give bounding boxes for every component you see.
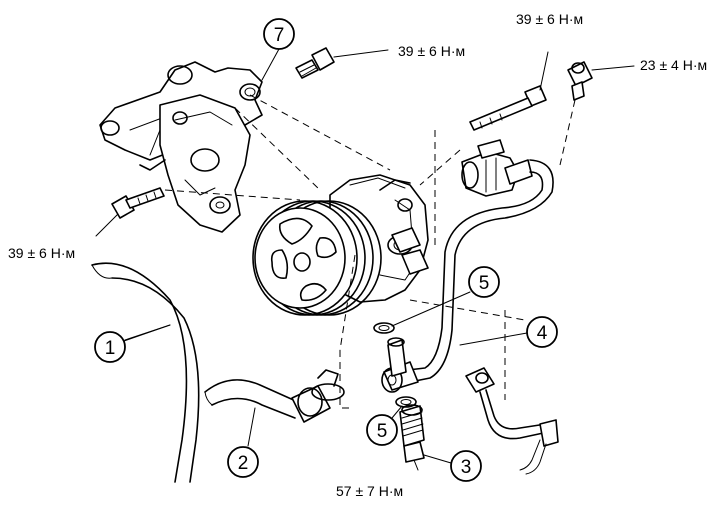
torque-label-bracket-bolt-top: 39 ± 6 Н·м xyxy=(398,43,465,59)
torque-label-bracket-bolt-left: 39 ± 6 Н·м xyxy=(8,245,75,261)
svg-text:4: 4 xyxy=(537,323,548,344)
callout-1: 1 xyxy=(94,324,171,363)
gasket-lower xyxy=(395,396,417,408)
callout-7: 7 xyxy=(261,18,295,81)
return-hose-1 xyxy=(91,262,200,483)
power-steering-pump xyxy=(252,174,429,351)
pump-outlet-fitting xyxy=(391,227,429,275)
gasket-upper xyxy=(373,322,395,334)
torque-label-union-bolt-bottom: 57 ± 7 Н·м xyxy=(336,483,403,499)
svg-text:7: 7 xyxy=(274,25,285,46)
suction-hose-2 xyxy=(204,379,331,447)
pressure-sensor-line xyxy=(465,367,559,475)
hose-clamp xyxy=(311,369,345,401)
union-bolt-bottom xyxy=(399,404,425,471)
callout-3: 3 xyxy=(423,450,482,482)
bracket-bolt-left xyxy=(95,187,165,237)
svg-text:3: 3 xyxy=(461,457,472,478)
svg-text:2: 2 xyxy=(238,453,249,474)
callout-2: 2 xyxy=(227,446,259,478)
inlet-pipe-fitting xyxy=(387,337,407,377)
svg-text:5: 5 xyxy=(377,421,388,442)
callout-5-lower: 5 xyxy=(366,405,403,446)
union-bolt-top xyxy=(567,61,635,101)
svg-text:1: 1 xyxy=(105,338,116,359)
torque-label-pump-bolt-top: 39 ± 6 Н·м xyxy=(516,11,583,27)
pressure-switch-housing xyxy=(461,139,533,197)
callout-5-upper: 5 xyxy=(391,266,500,327)
bracket-bolt-top xyxy=(295,47,389,79)
svg-text:5: 5 xyxy=(479,273,490,294)
callout-4: 4 xyxy=(459,316,558,348)
torque-label-union-bolt-top: 23 ± 4 Н·м xyxy=(640,57,707,73)
pump-bolt-top xyxy=(469,51,549,131)
